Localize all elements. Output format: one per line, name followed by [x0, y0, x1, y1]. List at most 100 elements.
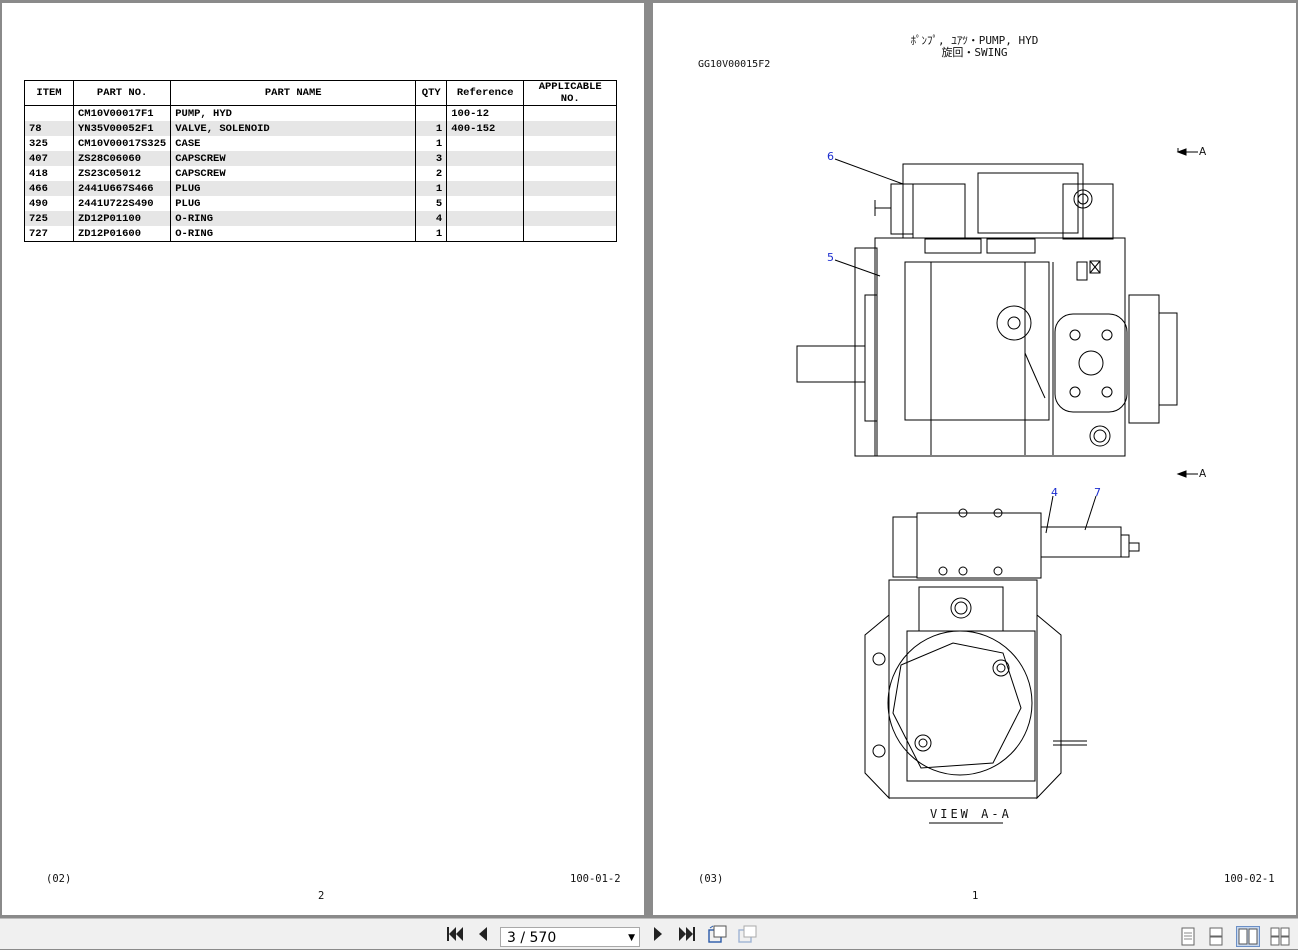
rotate-icon[interactable] — [706, 925, 728, 943]
right-page: ﾎﾟﾝﾌﾟ, ﾕｱﾂ・PUMP, HYD 旋回・SWING GG10V00015… — [653, 3, 1296, 915]
cell-part-no: YN35V00052F1 — [72, 121, 172, 136]
pump-side-drawing — [796, 148, 1198, 824]
cell-part-name: PUMP, HYD — [170, 105, 417, 121]
callout-7: 7 — [1094, 486, 1101, 499]
continuous-icon[interactable] — [1208, 927, 1224, 946]
right-page-number: 1 — [972, 890, 979, 902]
left-footer-code: (02) — [46, 873, 72, 885]
cell-reference — [446, 136, 525, 151]
two-page-icon[interactable] — [1236, 926, 1260, 947]
previous-page-icon[interactable] — [474, 925, 492, 943]
cell-item: 78 — [24, 121, 74, 136]
table-header-row: ITEM PART NO. PART NAME QTY Reference AP… — [24, 80, 618, 106]
cell-item: 407 — [24, 151, 74, 166]
cell-qty: 2 — [415, 166, 448, 181]
two-page-continuous-icon[interactable] — [1270, 927, 1290, 946]
cell-item: 490 — [24, 196, 74, 211]
cell-reference — [446, 166, 525, 181]
cell-qty: 4 — [415, 211, 448, 226]
page-indicator: 3 / 570 — [507, 930, 557, 946]
cell-part-name: PLUG — [170, 196, 417, 211]
cell-reference — [446, 181, 525, 196]
cell-item: 727 — [24, 226, 74, 242]
cell-item: 466 — [24, 181, 74, 196]
cell-item: 418 — [24, 166, 74, 181]
cell-qty: 1 — [415, 136, 448, 151]
cell-qty: 1 — [415, 181, 448, 196]
callout-4: 4 — [1051, 486, 1058, 499]
cell-part-name: VALVE, SOLENOID — [170, 121, 417, 136]
cell-part-name: O-RING — [170, 226, 417, 242]
parts-table: ITEM PART NO. PART NAME QTY Reference AP… — [24, 80, 618, 242]
cell-part-name: PLUG — [170, 181, 417, 196]
first-page-icon[interactable] — [444, 925, 466, 943]
callout-6: 6 — [827, 150, 834, 163]
page-number-input[interactable]: 3 / 570 ▼ — [500, 927, 640, 947]
cell-part-no: 2441U722S490 — [72, 196, 172, 211]
cell-applicable — [523, 166, 618, 181]
section-marker-bottom: A — [1199, 468, 1207, 480]
cell-reference — [446, 211, 525, 226]
col-applicable: APPLICABLE NO. — [523, 80, 618, 106]
cell-item: 325 — [24, 136, 74, 151]
cell-applicable — [523, 226, 618, 242]
cell-part-no: ZD12P01600 — [72, 226, 172, 242]
viewer-toolbar: 3 / 570 ▼ — [0, 918, 1298, 949]
cell-applicable — [523, 105, 618, 121]
cell-applicable — [523, 181, 618, 196]
last-page-icon[interactable] — [676, 925, 698, 943]
drawing-number: GG10V00015F2 — [698, 59, 771, 70]
cell-part-name: CASE — [170, 136, 417, 151]
cell-reference — [446, 151, 525, 166]
rotate-disabled-icon[interactable] — [736, 925, 758, 943]
cell-reference: 400-152 — [446, 121, 525, 136]
callout-5: 5 — [827, 251, 834, 264]
right-footer-code: (03) — [698, 873, 724, 885]
cell-qty — [415, 105, 448, 121]
cell-part-no: CM10V00017F1 — [72, 105, 172, 121]
col-part-no: PART NO. — [72, 80, 172, 106]
view-label: VIEW A-A — [930, 807, 1012, 821]
cell-applicable — [523, 151, 618, 166]
cell-applicable — [523, 121, 618, 136]
left-page: ITEM PART NO. PART NAME QTY Reference AP… — [2, 3, 644, 915]
cell-reference — [446, 226, 525, 242]
col-part-name: PART NAME — [170, 80, 417, 106]
cell-reference — [446, 196, 525, 211]
cell-qty: 1 — [415, 226, 448, 242]
col-reference: Reference — [446, 80, 525, 106]
chevron-down-icon[interactable]: ▼ — [628, 933, 635, 943]
cell-applicable — [523, 136, 618, 151]
cell-qty: 3 — [415, 151, 448, 166]
col-qty: QTY — [415, 80, 448, 106]
drawing-subtitle: 旋回・SWING — [941, 46, 1008, 59]
cell-applicable — [523, 211, 618, 226]
cell-qty: 5 — [415, 196, 448, 211]
cell-item — [24, 105, 74, 121]
cell-part-no: 2441U667S466 — [72, 181, 172, 196]
right-footer-ref: 100-02-1 — [1224, 873, 1275, 885]
single-page-icon[interactable] — [1180, 927, 1196, 946]
cell-part-no: ZS23C05012 — [72, 166, 172, 181]
cell-item: 725 — [24, 211, 74, 226]
col-item: ITEM — [24, 80, 74, 106]
cell-part-name: CAPSCREW — [170, 166, 417, 181]
cell-qty: 1 — [415, 121, 448, 136]
cell-part-no: CM10V00017S325 — [72, 136, 172, 151]
cell-part-no: ZD12P01100 — [72, 211, 172, 226]
left-page-number: 2 — [318, 890, 325, 902]
cell-reference: 100-12 — [446, 105, 525, 121]
cell-part-no: ZS28C06060 — [72, 151, 172, 166]
left-footer-ref: 100-01-2 — [570, 873, 621, 885]
next-page-icon[interactable] — [649, 925, 667, 943]
section-marker-top: A — [1199, 146, 1207, 158]
cell-part-name: O-RING — [170, 211, 417, 226]
